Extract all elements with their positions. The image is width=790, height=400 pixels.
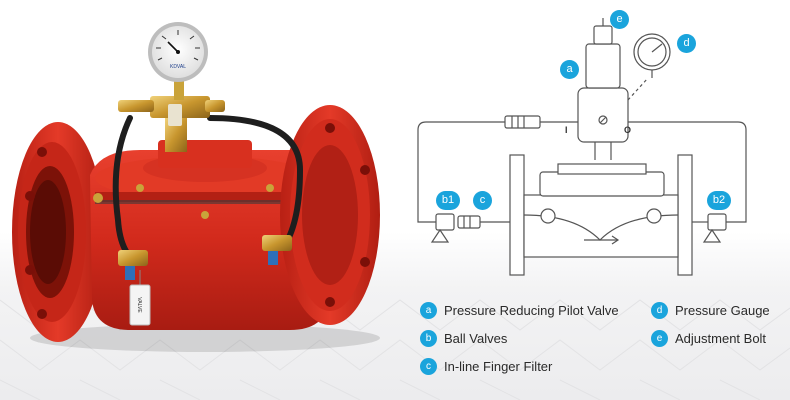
main-valve-flange-left (509, 154, 525, 276)
valve-schematic (417, 18, 747, 276)
valve-tag: VALVE (129, 270, 151, 326)
legend-label-c: In-line Finger Filter (444, 358, 553, 374)
legend-badge-b: b (420, 329, 437, 347)
marker-e: e (610, 10, 629, 29)
pilot-loop-line (417, 121, 505, 200)
ball-valve-right (262, 235, 292, 265)
ball-valve-b1 (435, 213, 455, 231)
legend-item-a: a Pressure Reducing Pilot Valve (420, 300, 619, 320)
marker-a: a (560, 60, 579, 79)
legend-label-b: Ball Valves (444, 330, 508, 346)
pilot-assembly (118, 80, 225, 152)
pressure-gauge-icon: KDVAL (148, 22, 208, 82)
legend-item-c: c In-line Finger Filter (420, 356, 552, 376)
inline-filter-top (504, 115, 541, 129)
legend-label-a: Pressure Reducing Pilot Valve (444, 302, 619, 318)
valve-photo: KDVAL VALVE (12, 22, 380, 352)
legend-badge-a: a (420, 301, 437, 319)
marker-d: d (677, 34, 696, 53)
marker-c: c (473, 191, 492, 210)
marker-b1: b1 (436, 191, 460, 210)
gauge-brand-text: KDVAL (170, 64, 186, 70)
ball-valve-b2 (707, 213, 727, 231)
marker-b2: b2 (707, 191, 731, 210)
valve-body (90, 140, 330, 330)
inlet-label: I (565, 125, 568, 135)
legend-badge-e: e (651, 329, 668, 347)
legend-label-d: Pressure Gauge (675, 302, 770, 318)
legend-label-e: Adjustment Bolt (675, 330, 767, 346)
main-valve-flange-right (677, 154, 693, 276)
legend-item-d: d Pressure Gauge (651, 300, 770, 320)
inline-filter-lower (457, 215, 481, 229)
legend-item-b: b Ball Valves (420, 328, 507, 348)
outlet-label: O (624, 125, 632, 135)
legend-badge-d: d (651, 301, 668, 319)
valve-tag-text: VALVE (136, 297, 142, 313)
valve-shadow (30, 324, 380, 352)
left-flange (12, 122, 104, 342)
right-flange (280, 105, 380, 325)
legend-item-e: e Adjustment Bolt (651, 328, 766, 348)
pilot-valve-body (577, 87, 629, 143)
legend-badge-c: c (420, 357, 437, 375)
ball-valve-left (118, 250, 148, 280)
